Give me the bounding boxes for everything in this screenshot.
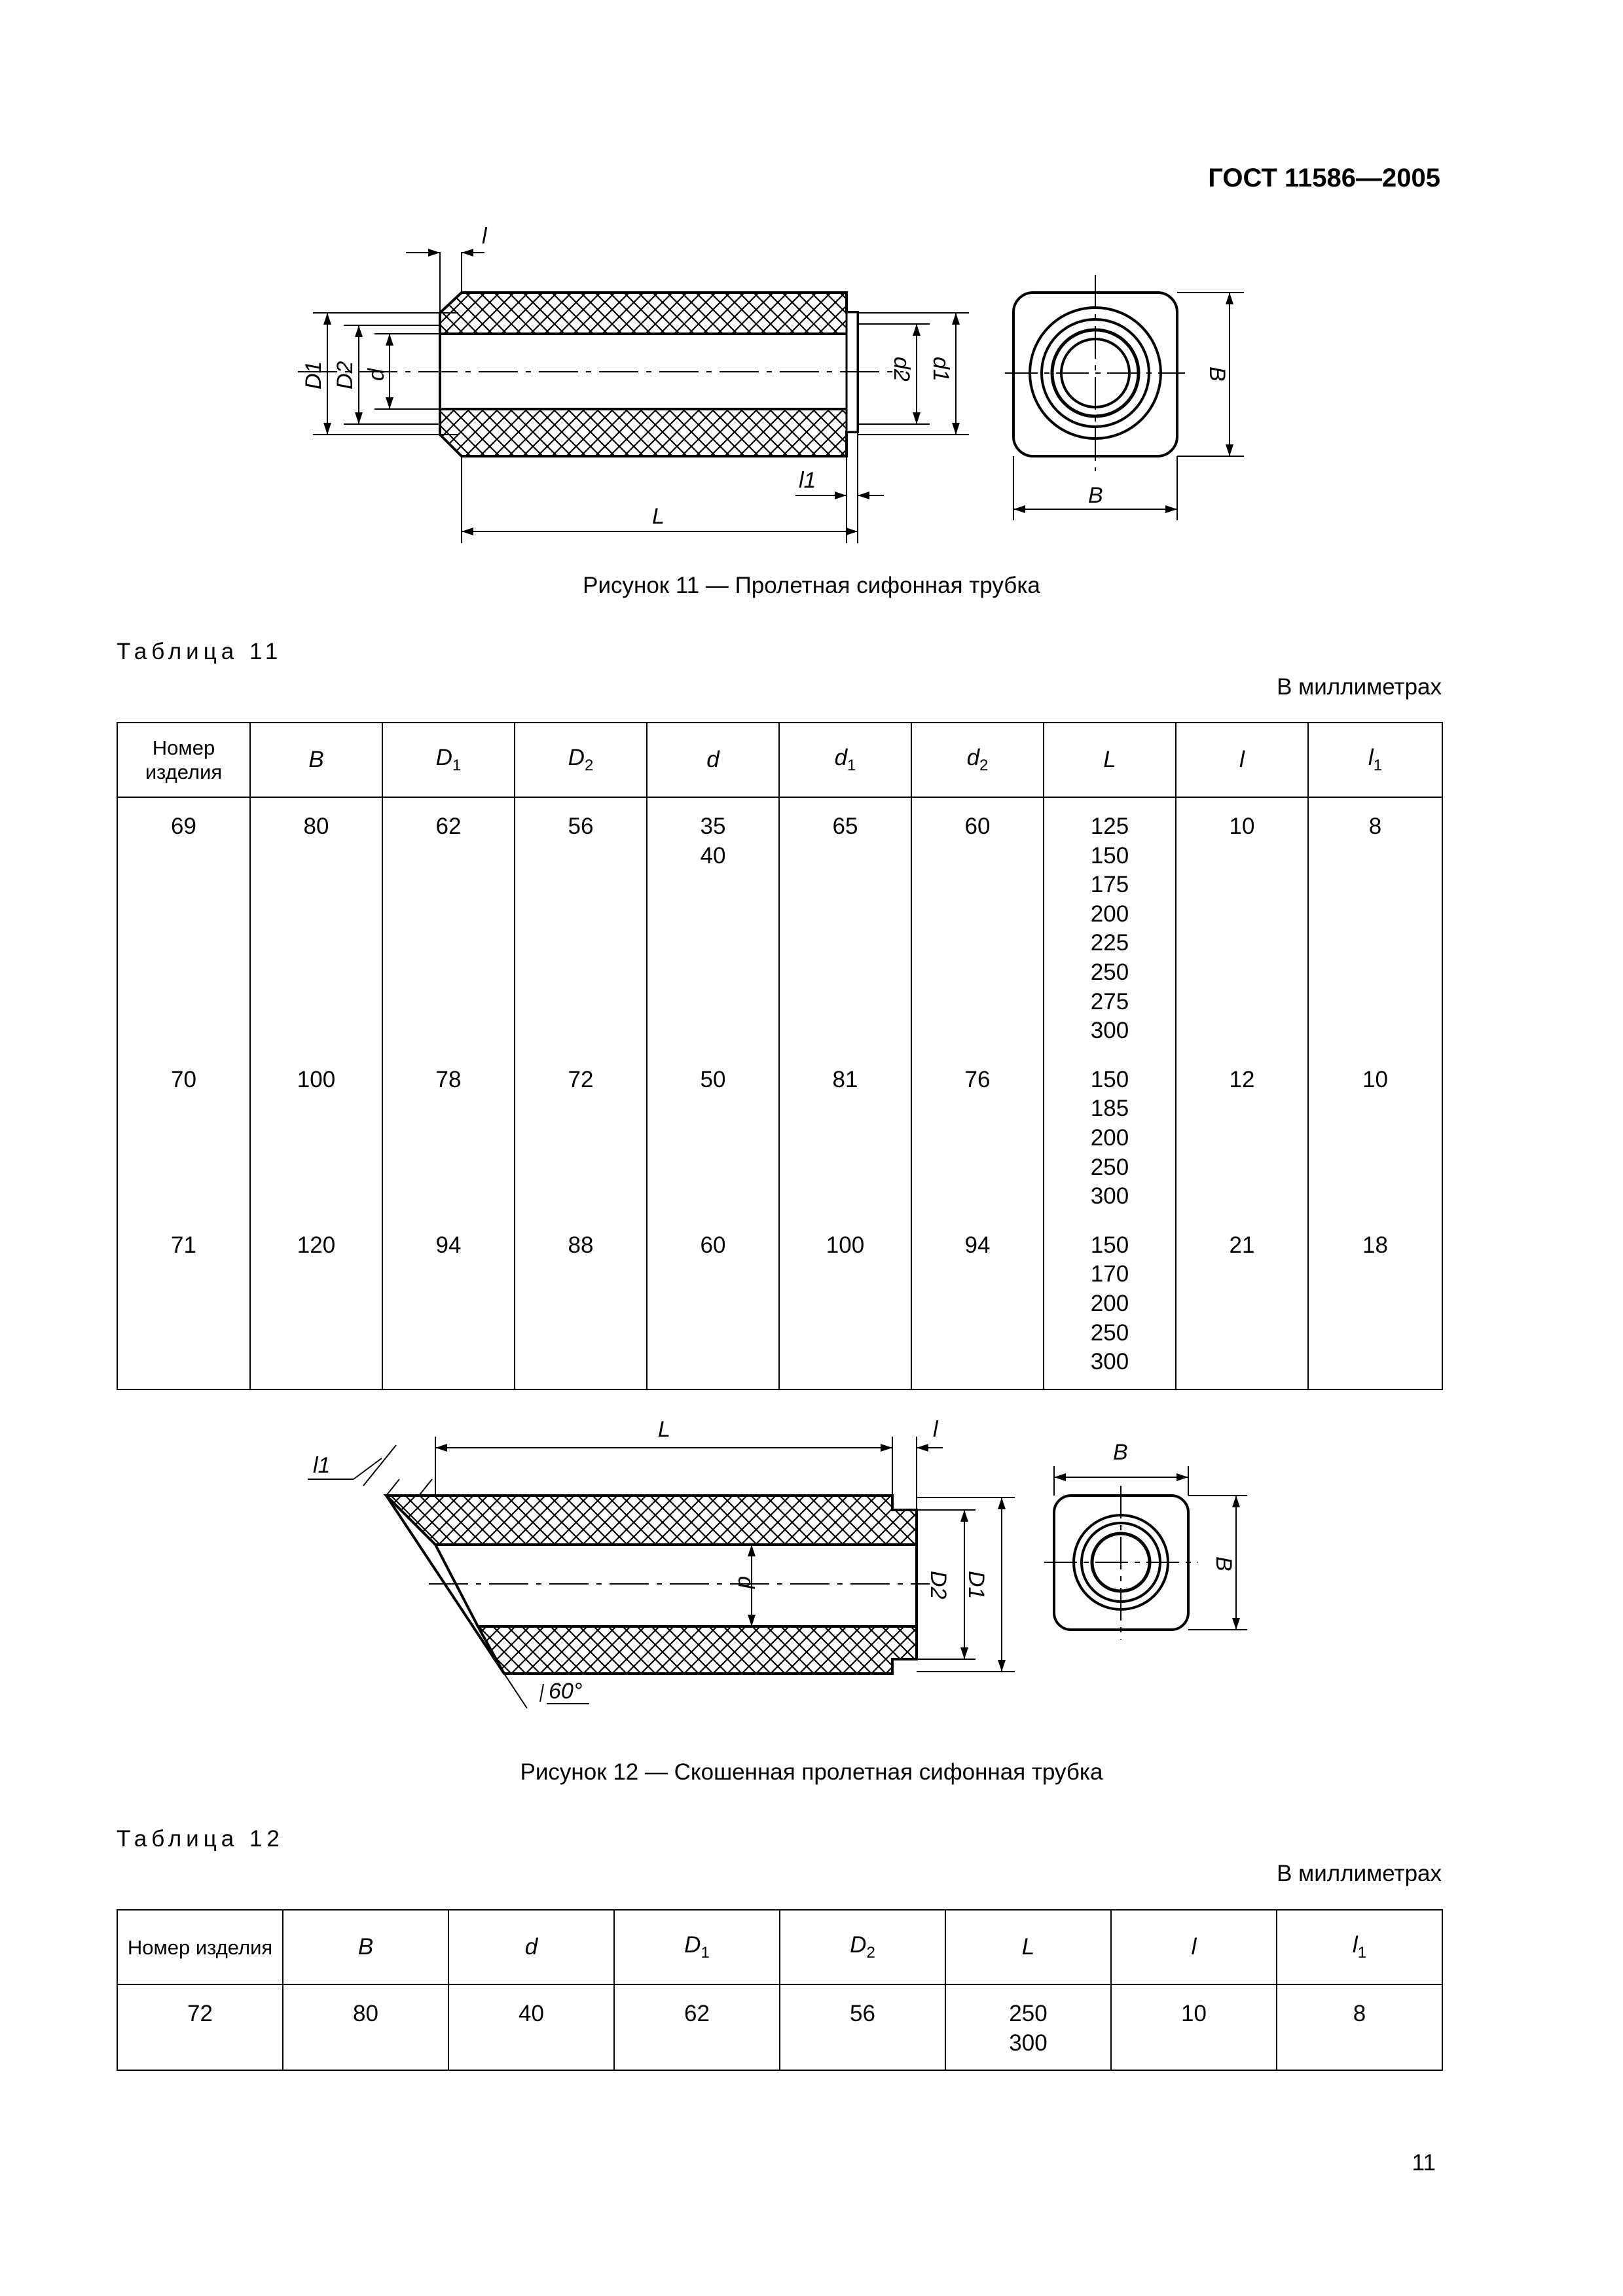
dim-label-l: l [933,1417,939,1442]
dim-label-B-side: B [1211,1556,1236,1571]
table-11-units: В миллиметрах [1277,674,1442,700]
cell-d2: 76 [911,1045,1044,1211]
cell-D2: 88 [514,1211,647,1390]
header-L: L [1043,722,1176,798]
dim-label-B-bottom: B [1088,483,1103,508]
figure-12-caption: Рисунок 12 — Скошенная пролетная сифонна… [520,1759,1103,1785]
cell-B: 80 [282,1984,449,2072]
cell-d: 40 [448,1984,615,2072]
document-id: ГОСТ 11586—2005 [1208,164,1440,192]
angle-label: 60° [549,1679,582,1704]
figure-11-drawing: l l1 L B D1 D2 d d2 d1 B [298,224,1244,543]
header-d: d [448,1909,615,1985]
cell-B: 120 [249,1211,383,1390]
cell-l: 12 [1175,1045,1309,1211]
table-12-units: В миллиметрах [1277,1861,1442,1886]
header-D2: D2 [779,1909,946,1985]
dim-label-d: d [733,1576,758,1589]
cell-number: 69 [117,797,251,1046]
cell-D1: 78 [382,1045,515,1211]
cell-d2: 60 [911,797,1044,1046]
header-number: Номер изделия [117,722,251,798]
header-D1: D1 [613,1909,780,1985]
header-d1: d1 [778,722,912,798]
tube-wall-upper [383,1494,918,1546]
header-d2: d2 [911,722,1044,798]
cell-B: 80 [249,797,383,1046]
cell-D1: 94 [382,1211,515,1390]
table-12: Номер изделия B d D1 D2 L l l1 72 80 40 … [117,1909,1443,2072]
cell-number: 72 [117,1984,283,2072]
figure-12-drawing: L l l1 60° B d D2 D1 B [308,1417,1247,1709]
cell-l: 10 [1110,1984,1277,2072]
table-header-row: Номер изделия B D1 D2 d d1 d2 L l l1 [117,722,1443,798]
cell-D1: 62 [382,797,515,1046]
cell-D2: 56 [514,797,647,1046]
dim-label-D1: D1 [301,361,326,389]
header-l: l [1110,1909,1277,1985]
dim-label-d: d [364,368,389,381]
cell-B: 100 [249,1045,383,1211]
cell-l: 21 [1175,1211,1309,1390]
page-number: 11 [1412,2150,1436,2176]
dim-label-B-top: B [1113,1440,1128,1465]
dim-label-L: L [658,1417,670,1442]
tube-wall-lower [439,408,859,457]
cell-l1: 10 [1307,1045,1443,1211]
dim-label-d2: d2 [889,357,914,382]
cell-l: 10 [1175,797,1309,1046]
header-B: B [282,1909,449,1985]
cell-l1: 8 [1307,797,1443,1046]
dim-label-D1: D1 [964,1571,989,1599]
table-11-label: Таблица 11 [117,639,283,664]
dim-label-D2: D2 [333,361,357,389]
dim-label-B-side: B [1205,367,1230,382]
header-D1: D1 [382,722,515,798]
cell-d: 50 [646,1045,780,1211]
cell-d1: 65 [778,797,912,1046]
cell-d2: 94 [911,1211,1044,1390]
header-d: d [646,722,780,798]
dim-label-l1: l1 [313,1453,330,1478]
cell-l1: 18 [1307,1211,1443,1390]
cell-d: 60 [646,1211,780,1390]
cell-D2: 56 [779,1984,946,2072]
cell-number: 70 [117,1045,251,1211]
table-12-label: Таблица 12 [117,1826,284,1852]
dim-label-L: L [652,504,665,529]
header-L: L [945,1909,1112,1985]
cell-l1: 8 [1276,1984,1443,2072]
header-l: l [1175,722,1309,798]
cell-d1: 81 [778,1045,912,1211]
header-l1: l1 [1276,1909,1443,1985]
tube-wall-lower [475,1625,918,1675]
dim-label-l1: l1 [799,468,816,493]
end-view-square [1005,275,1185,471]
dim-label-D2: D2 [926,1571,951,1600]
header-number: Номер изделия [117,1909,283,1985]
cell-number: 71 [117,1211,251,1390]
end-view-square [1044,1486,1198,1640]
table-header-row: Номер изделия B d D1 D2 L l l1 [117,1909,1443,1985]
figure-11-caption: Рисунок 11 — Пролетная сифонная трубка [583,573,1040,598]
dim-label-l: l [482,224,488,249]
cell-d1: 100 [778,1211,912,1390]
tube-wall-upper [439,291,859,335]
header-D2: D2 [514,722,647,798]
dim-label-d1: d1 [928,357,953,382]
cell-D1: 62 [613,1984,780,2072]
header-l1: l1 [1307,722,1443,798]
cell-D2: 72 [514,1045,647,1211]
table-11: Номер изделия B D1 D2 d d1 d2 L l l1 69 … [117,722,1443,1390]
header-B: B [249,722,383,798]
